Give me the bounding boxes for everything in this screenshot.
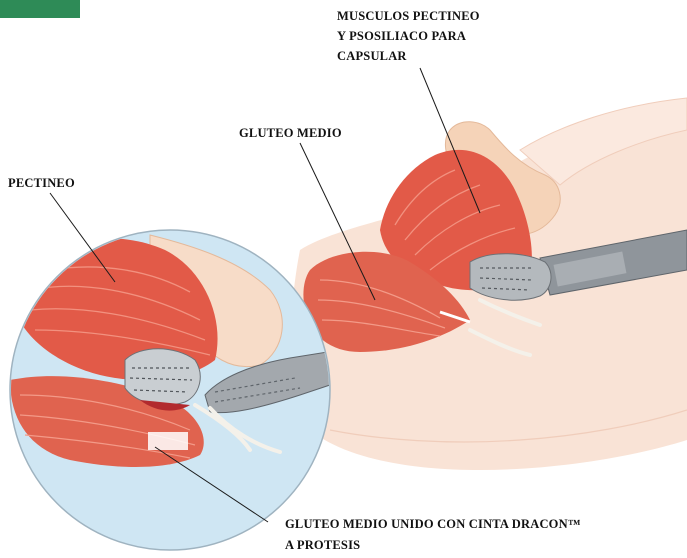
label-musculos-line2: Y PSOSILIACO PARA	[337, 28, 466, 44]
label-musculos-line3: CAPSULAR	[337, 48, 407, 64]
label-pectineo: PECTINEO	[8, 175, 75, 191]
label-gluteo-unido-line2: A PROTESIS	[285, 537, 360, 553]
label-musculos-line1: MUSCULOS PECTINEO	[337, 8, 480, 24]
label-gluteo-unido-line1: GLUTEO MEDIO UNIDO CON CINTA DRACON™	[285, 516, 581, 532]
magnified-inset	[10, 230, 345, 550]
label-gluteo-medio: GLUTEO MEDIO	[239, 125, 342, 141]
